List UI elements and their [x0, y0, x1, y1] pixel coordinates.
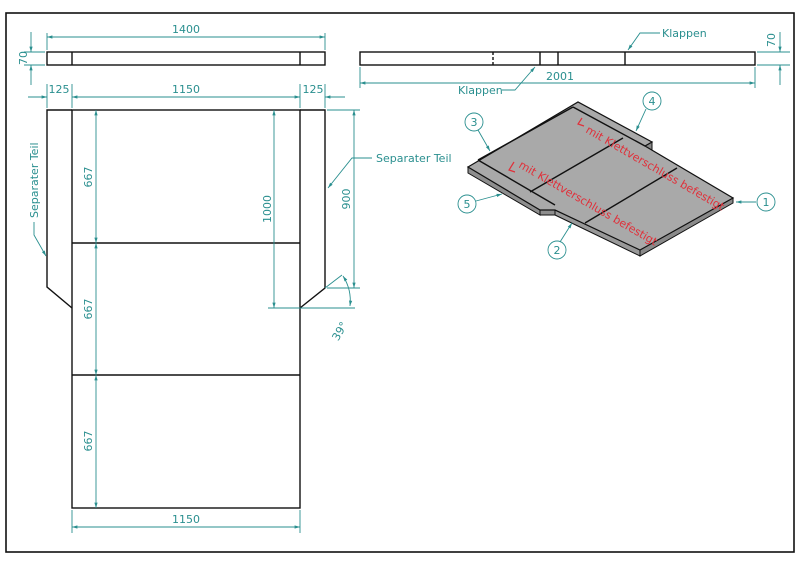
dim-left-side: 125 [49, 83, 70, 96]
plan-view: 125 1150 125 667 667 667 1000 900 39° 11… [28, 83, 452, 533]
dim-middle: 1150 [172, 83, 200, 96]
drawing-frame [5, 12, 795, 553]
dim-bottom-width: 1150 [172, 513, 200, 526]
label-klappen-bottom: Klappen [458, 84, 503, 97]
dim-side-thickness: 70 [765, 33, 778, 47]
dim-thickness: 70 [17, 51, 30, 65]
side-view: 2001 Klappen Klappen 70 [359, 27, 790, 97]
label-klappen-top: Klappen [662, 27, 707, 40]
balloon-5: 5 [464, 198, 471, 211]
dim-width: 1400 [172, 23, 200, 36]
dim-section-1: 667 [82, 167, 95, 188]
balloon-1: 1 [763, 196, 770, 209]
top-view: 1400 70 [17, 23, 326, 85]
dim-section-2: 667 [82, 299, 95, 320]
dim-length: 2001 [546, 70, 574, 83]
dim-total-height: 1000 [261, 195, 274, 223]
balloon-4: 4 [649, 95, 656, 108]
dim-angle: 39° [329, 320, 350, 343]
panel-top-face [466, 101, 735, 251]
dim-side-height: 900 [340, 189, 353, 210]
isometric-view: mit Klettverschluss befestigt mit Klettv… [457, 91, 776, 260]
label-separater-left: Separater Teil [28, 142, 41, 218]
dim-section-3: 667 [82, 431, 95, 452]
balloon-3: 3 [471, 116, 478, 129]
dim-right-side: 125 [303, 83, 324, 96]
balloon-2: 2 [554, 244, 561, 257]
label-separater-right: Separater Teil [376, 152, 452, 165]
